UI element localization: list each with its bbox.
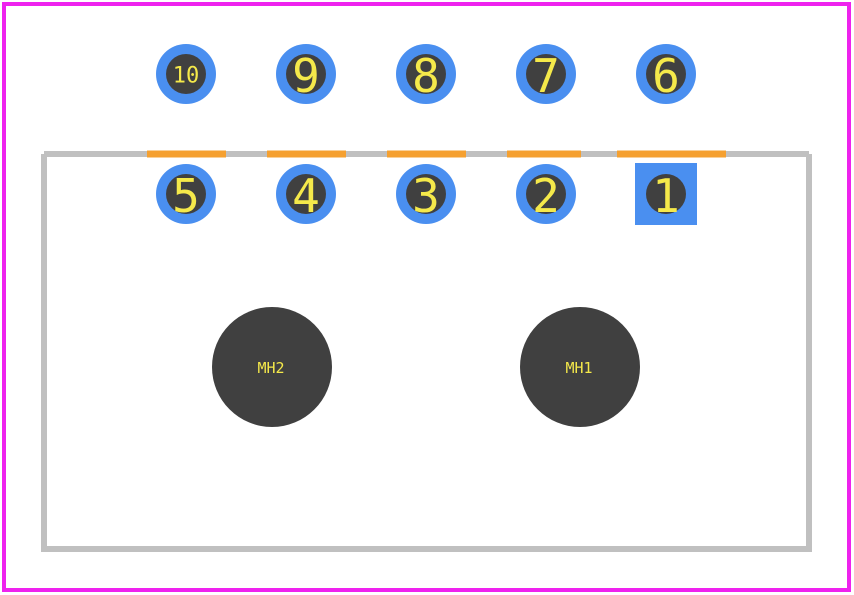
mounting-holes: MH2 MH1 [212,307,640,427]
pad-label-7: 7 [532,49,560,103]
pad-9: 9 [276,44,336,104]
pad-drill-1 [646,174,686,214]
pad-6: 6 [636,44,696,104]
mounting-hole-mh2: MH2 [212,307,332,427]
pad-drill-2 [526,174,566,214]
mounting-hole-label-mh1: MH1 [565,359,592,377]
pad-drill-10 [166,54,206,94]
pad-drill-4 [286,174,326,214]
pad-5: 5 [156,164,216,224]
pad-label-4: 4 [292,169,320,223]
pads: 10 9 8 7 6 5 4 3 2 1 [156,44,697,225]
pad-3: 3 [396,164,456,224]
mounting-hole-drill-mh2 [212,307,332,427]
pad-7: 7 [516,44,576,104]
pad-drill-6 [646,54,686,94]
pad-1: 1 [635,163,697,225]
mounting-hole-drill-mh1 [520,307,640,427]
pad-drill-3 [406,174,446,214]
mounting-hole-mh1: MH1 [520,307,640,427]
pad-drill-9 [286,54,326,94]
pad-label-2: 2 [532,169,560,223]
pad-drill-8 [406,54,446,94]
pad-label-8: 8 [412,49,440,103]
pad-drill-5 [166,174,206,214]
pad-drill-7 [526,54,566,94]
pad-label-5: 5 [172,169,200,223]
pad-label-3: 3 [412,169,440,223]
mounting-hole-label-mh2: MH2 [257,359,284,377]
pad-label-9: 9 [292,49,320,103]
pad-10: 10 [156,44,216,104]
pad-label-6: 6 [652,49,680,103]
silkscreen-body [41,154,812,552]
pad-label-1: 1 [652,169,680,223]
pad-2: 2 [516,164,576,224]
pad-label-10: 10 [173,64,200,89]
pad-4: 4 [276,164,336,224]
pad-8: 8 [396,44,456,104]
